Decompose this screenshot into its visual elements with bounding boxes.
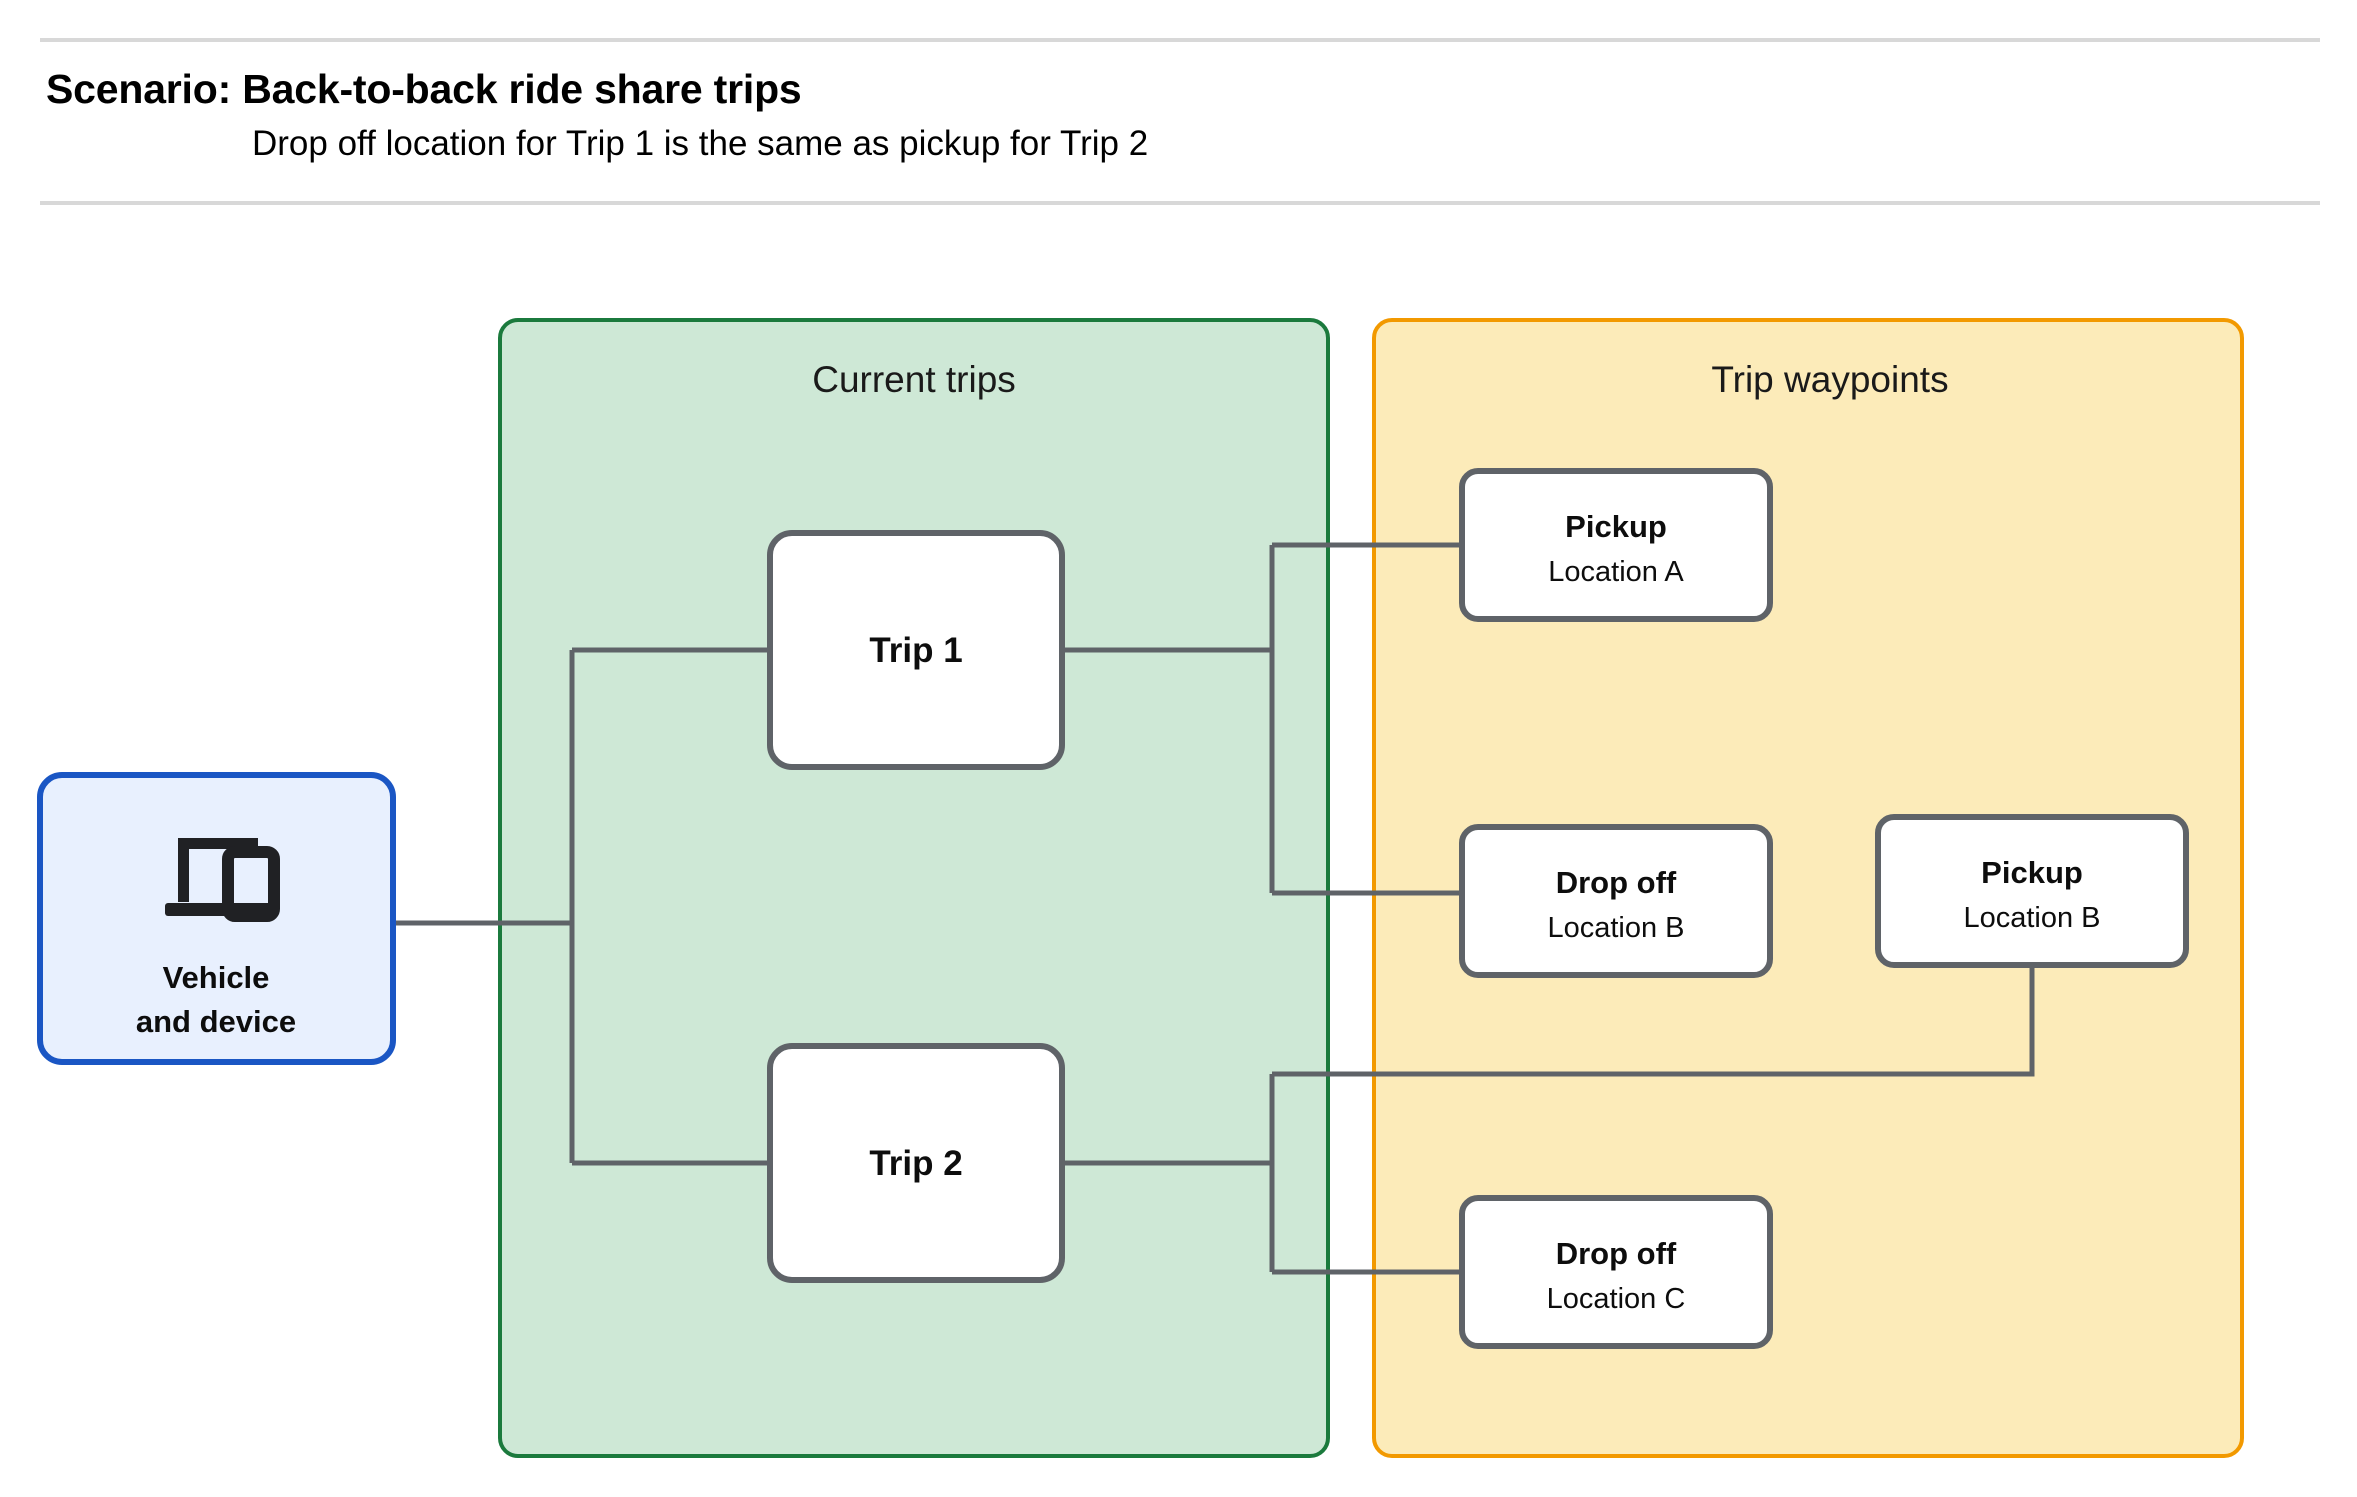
waypoint-pickup-a-type: Pickup bbox=[1565, 509, 1667, 544]
trip-node-1[interactable]: Trip 1 bbox=[767, 530, 1065, 770]
trip-2-box[interactable] bbox=[767, 1043, 1065, 1283]
panel-trip-waypoints-label: Trip waypoints bbox=[1711, 359, 1948, 400]
trip-1-box[interactable] bbox=[767, 530, 1065, 770]
vehicle-and-device-node[interactable]: Vehicle and device bbox=[37, 772, 396, 1065]
trip-1-label: Trip 1 bbox=[869, 631, 962, 670]
page-title: Scenario: Back-to-back ride share trips bbox=[46, 66, 802, 112]
connector-edges bbox=[393, 542, 2035, 1275]
panel-current-trips-box bbox=[498, 318, 1330, 1458]
waypoint-pickup-a-box[interactable] bbox=[1459, 468, 1773, 622]
laptop-and-phone-icon bbox=[165, 838, 280, 922]
waypoint-dropoff-c-location: Location C bbox=[1547, 1283, 1686, 1315]
waypoint-dropoff-c-box[interactable] bbox=[1459, 1195, 1773, 1349]
trip-2-label: Trip 2 bbox=[869, 1144, 962, 1183]
waypoint-dropoff-b-box[interactable] bbox=[1459, 824, 1773, 978]
trip-node-2[interactable]: Trip 2 bbox=[767, 1043, 1065, 1283]
waypoint-dropoff-b-location: Location B bbox=[1547, 912, 1684, 944]
vehicle-node-line-1: Vehicle bbox=[163, 960, 270, 995]
waypoint-pickup-a-location: Location A bbox=[1548, 556, 1684, 588]
header-rule-bottom bbox=[40, 201, 2320, 205]
waypoint-pickup-b-box[interactable] bbox=[1875, 814, 2189, 968]
vehicle-node-box[interactable] bbox=[37, 772, 396, 1065]
edge-to-pickup-b bbox=[1272, 963, 2035, 1077]
waypoint-node-dropoff-c[interactable]: Drop off Location C bbox=[1459, 1195, 1773, 1349]
header-rule-top bbox=[40, 38, 2320, 42]
page-subtitle: Drop off location for Trip 1 is the same… bbox=[252, 124, 1149, 163]
panel-current-trips: Current trips bbox=[498, 318, 1330, 1458]
waypoint-node-dropoff-b[interactable]: Drop off Location B bbox=[1459, 824, 1773, 978]
waypoint-dropoff-b-type: Drop off bbox=[1556, 865, 1677, 900]
waypoint-node-pickup-b[interactable]: Pickup Location B bbox=[1875, 814, 2189, 968]
waypoint-pickup-b-location: Location B bbox=[1963, 902, 2100, 934]
vehicle-node-line-2: and device bbox=[136, 1004, 296, 1039]
panel-current-trips-label: Current trips bbox=[812, 359, 1016, 400]
waypoint-pickup-b-type: Pickup bbox=[1981, 855, 2083, 890]
waypoint-dropoff-c-type: Drop off bbox=[1556, 1236, 1677, 1271]
waypoint-node-pickup-a[interactable]: Pickup Location A bbox=[1459, 468, 1773, 622]
